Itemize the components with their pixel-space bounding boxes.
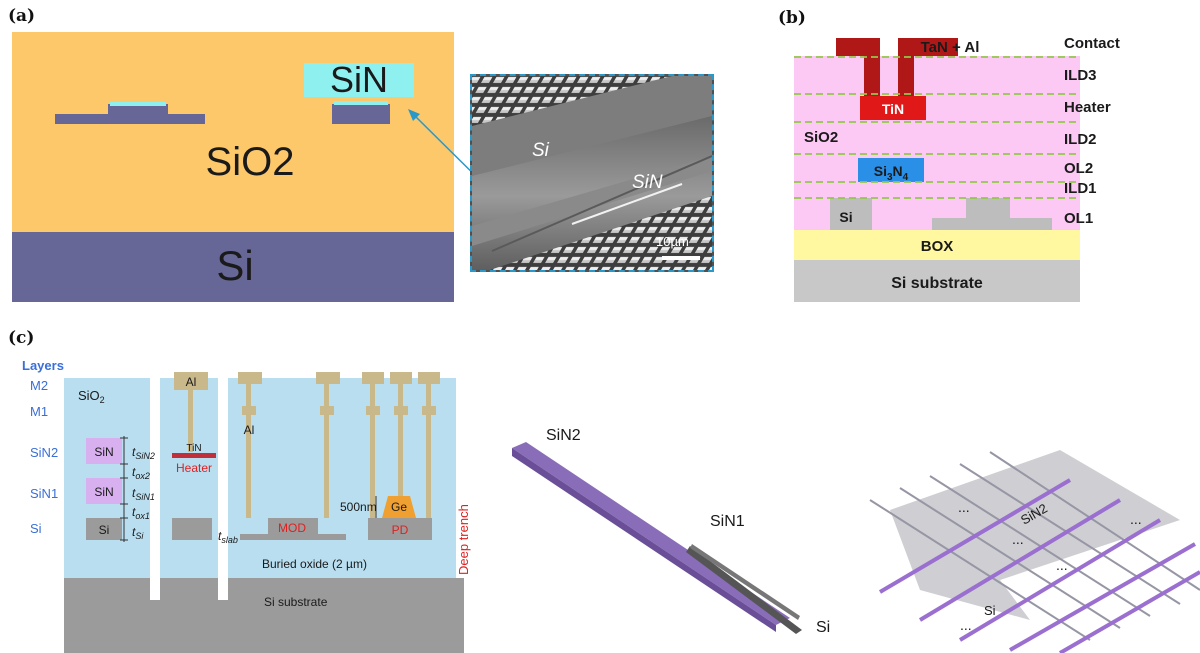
taper-3d: SiN2 SiN1 Si <box>512 427 830 636</box>
sin2-box-label: SiN <box>94 445 113 459</box>
al-mid-label: Al <box>244 423 255 437</box>
crossing-si-label: Si <box>984 603 996 618</box>
crossing-array: SiN2 Si ... ... ... ... ... <box>869 450 1200 653</box>
dots-3: ... <box>1056 557 1068 573</box>
taper-sin1-label: SiN1 <box>710 513 745 530</box>
via-right <box>898 38 914 98</box>
panel-a-cross-section: SiN SiO2 Si <box>12 32 454 302</box>
si-rib <box>108 104 168 116</box>
al-pad-heater <box>174 372 208 390</box>
layer-label-ol2: OL2 <box>1064 160 1093 177</box>
trench-1 <box>150 378 160 600</box>
taper-sin2-label: SiN2 <box>546 427 581 444</box>
layer-sin1: SiN1 <box>30 486 58 501</box>
sin-label: SiN <box>330 59 388 100</box>
tan-al-label: TaN + Al <box>921 39 980 56</box>
si-slab <box>55 114 205 124</box>
via-left <box>864 38 880 98</box>
si-strip <box>332 104 390 124</box>
panel-b-label: (b) <box>778 8 806 28</box>
scale-bar-label: 10µm <box>656 234 689 249</box>
heater-label-c: Heater <box>176 461 212 475</box>
thin-sin-layer <box>110 102 166 106</box>
tin-heater <box>860 96 926 120</box>
t-sin1: tSiN1 <box>132 486 155 502</box>
al-top-label: Al <box>186 375 197 389</box>
layer-sin2: SiN2 <box>30 445 58 460</box>
dots-4: ... <box>1130 511 1142 527</box>
taper-si-label: Si <box>816 619 830 636</box>
substrate-c <box>64 578 464 653</box>
thickness-markers <box>120 436 128 542</box>
t-slab: tslab <box>218 529 238 545</box>
ge-absorber <box>382 496 416 518</box>
si3n4-label: Si3N4 <box>874 163 909 183</box>
layers-title: Layers <box>22 358 64 373</box>
si-heater-wg <box>172 518 212 540</box>
substrate-label-b: Si substrate <box>891 275 983 292</box>
sio2-label: SiO2 <box>206 140 295 184</box>
si3n4-core <box>858 158 924 182</box>
thin-sin-layer-2 <box>334 101 388 105</box>
panel-a-label: (a) <box>8 6 36 26</box>
t-si: tSi <box>132 525 144 541</box>
buried-oxide-label: Buried oxide (2 µm) <box>262 557 367 571</box>
si-waveguide-b <box>830 198 872 230</box>
sio2-label-b: SiO2 <box>804 129 838 146</box>
sem-sin-label: SiN <box>632 172 663 193</box>
sin2-waveguides <box>878 478 1200 653</box>
tin-heater-c <box>172 453 216 458</box>
ge-label: Ge <box>391 500 407 514</box>
mod-rib <box>268 518 318 536</box>
sem-si-label: Si <box>532 140 550 161</box>
t-sin2: tSiN2 <box>132 445 155 461</box>
sin1-box <box>86 478 122 504</box>
si-rib-b <box>966 198 1010 220</box>
tin-label: TiN <box>882 101 904 117</box>
si-slab-b <box>932 218 1052 230</box>
500nm-label: 500nm <box>340 500 377 514</box>
si-box <box>86 518 122 540</box>
layer-label-ild1: ILD1 <box>1064 180 1097 197</box>
si-substrate-layer <box>794 260 1080 302</box>
sin-waveguide <box>304 63 414 97</box>
layer-boundaries <box>794 56 1080 199</box>
trench-2 <box>218 378 228 600</box>
layer-label-ild2: ILD2 <box>1064 131 1097 148</box>
deep-trench-label: Deep trench <box>456 504 471 575</box>
mod-label: MOD <box>278 521 306 535</box>
panel-c-label: (c) <box>8 328 35 348</box>
box-layer <box>794 230 1080 260</box>
t-ox2: tox2 <box>132 465 150 481</box>
si-label: Si <box>216 242 253 289</box>
pd-si <box>368 518 432 540</box>
layer-m2: M2 <box>30 378 48 393</box>
dots-1: ... <box>958 499 970 515</box>
si-substrate <box>12 232 454 302</box>
panel-c-cross-section: Layers M2 M1 SiN2 SiN1 Si SiO2 SiN SiN S… <box>22 358 471 653</box>
substrate-label-c: Si substrate <box>264 595 328 609</box>
t-ox1: tox1 <box>132 505 150 521</box>
tin-label-c: TiN <box>186 443 201 454</box>
si-box-label: Si <box>99 523 110 537</box>
sem-image: Si SiN 10µm <box>470 74 714 272</box>
layer-m1: M1 <box>30 404 48 419</box>
scale-bar <box>662 256 700 260</box>
layer-si: Si <box>30 521 42 536</box>
dots-2: ... <box>1012 531 1024 547</box>
sin1-box-label: SiN <box>94 485 113 499</box>
layer-label-ol1: OL1 <box>1064 210 1093 227</box>
layer-label-heater: Heater <box>1064 99 1111 116</box>
sio2-label-c: SiO2 <box>78 388 105 405</box>
panel-b-stack: TaN + Al TiN SiO2 Si3N4 Si BOX Si substr… <box>794 35 1120 302</box>
box-label: BOX <box>921 238 954 255</box>
dots-5: ... <box>960 617 972 633</box>
layer-label-ild3: ILD3 <box>1064 67 1097 84</box>
sin2-box <box>86 438 122 464</box>
layer-label-contact: Contact <box>1064 35 1120 52</box>
si-label-b: Si <box>839 209 852 225</box>
pd-label: PD <box>392 523 409 537</box>
